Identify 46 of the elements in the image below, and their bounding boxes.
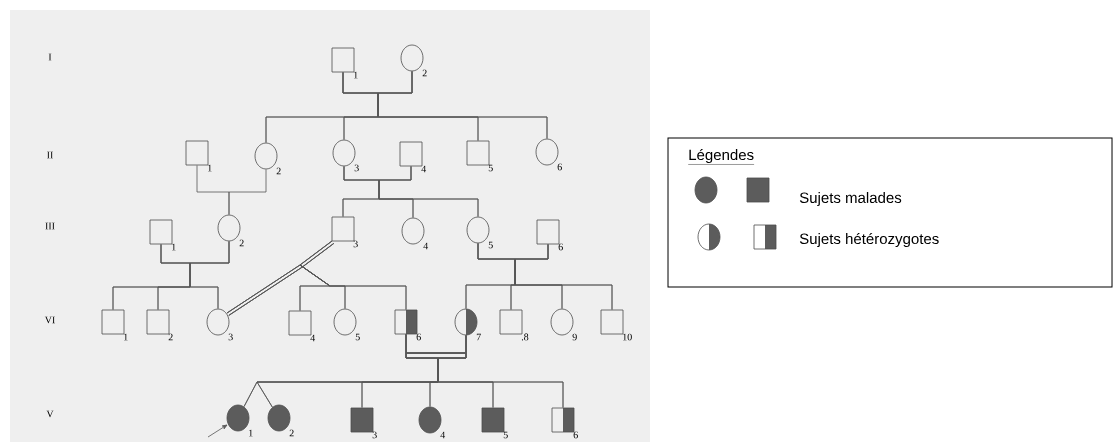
individual-number: 4 bbox=[423, 242, 429, 250]
individual-number: 5 bbox=[488, 241, 493, 249]
individual-number: .8 bbox=[521, 333, 529, 341]
individual-number: 6 bbox=[558, 243, 563, 251]
individual-number: 9 bbox=[572, 333, 577, 341]
pedigree-line bbox=[377, 71, 548, 139]
individual-number: 2 bbox=[289, 429, 294, 437]
pedigree-line bbox=[378, 166, 479, 217]
legend-text: Sujets hétérozygotes bbox=[799, 232, 939, 248]
generation-label: V bbox=[46, 410, 54, 418]
individual-number: 10 bbox=[623, 333, 632, 341]
individual-number: 3 bbox=[353, 240, 358, 248]
individual-number: 2 bbox=[239, 239, 244, 247]
proband-arrow bbox=[207, 424, 228, 438]
individual-number: 2 bbox=[168, 333, 173, 341]
individual-number: 4 bbox=[440, 431, 446, 439]
individual-number: 1 bbox=[124, 333, 128, 341]
individual-number: 3 bbox=[228, 333, 233, 341]
individual-number: 4 bbox=[421, 165, 427, 173]
individual-number: 1 bbox=[354, 71, 358, 79]
pedigree-line bbox=[228, 169, 267, 215]
generation-label: III bbox=[45, 222, 55, 230]
individual-number: 5 bbox=[503, 431, 508, 439]
pedigree-line bbox=[226, 264, 407, 316]
generation-label: II bbox=[47, 151, 53, 159]
individual-number: 1 bbox=[208, 164, 212, 172]
legend-heading: Légendes bbox=[688, 148, 755, 165]
individual-number: 7 bbox=[476, 333, 481, 341]
individual-number: 3 bbox=[354, 164, 359, 172]
individual-number: 1 bbox=[249, 429, 253, 437]
generation-label: VI bbox=[44, 316, 55, 324]
pedigree-line bbox=[189, 241, 230, 309]
individual-number: 6 bbox=[416, 333, 421, 341]
pedigree-line bbox=[437, 335, 564, 408]
individual-number: 2 bbox=[276, 167, 281, 175]
individual-number: 6 bbox=[557, 163, 562, 171]
legend-text: Sujets malades bbox=[799, 192, 902, 206]
individual-number: 6 bbox=[573, 431, 578, 439]
individual-number: 3 bbox=[372, 431, 377, 439]
pedigree-line bbox=[514, 244, 613, 310]
individual-number: 5 bbox=[355, 333, 360, 341]
individual-number: 4 bbox=[310, 334, 316, 342]
generation-label: I bbox=[48, 53, 52, 61]
individual-number: 1 bbox=[172, 243, 176, 251]
individual-number: 5 bbox=[488, 164, 493, 172]
individual-number: 2 bbox=[422, 69, 427, 77]
